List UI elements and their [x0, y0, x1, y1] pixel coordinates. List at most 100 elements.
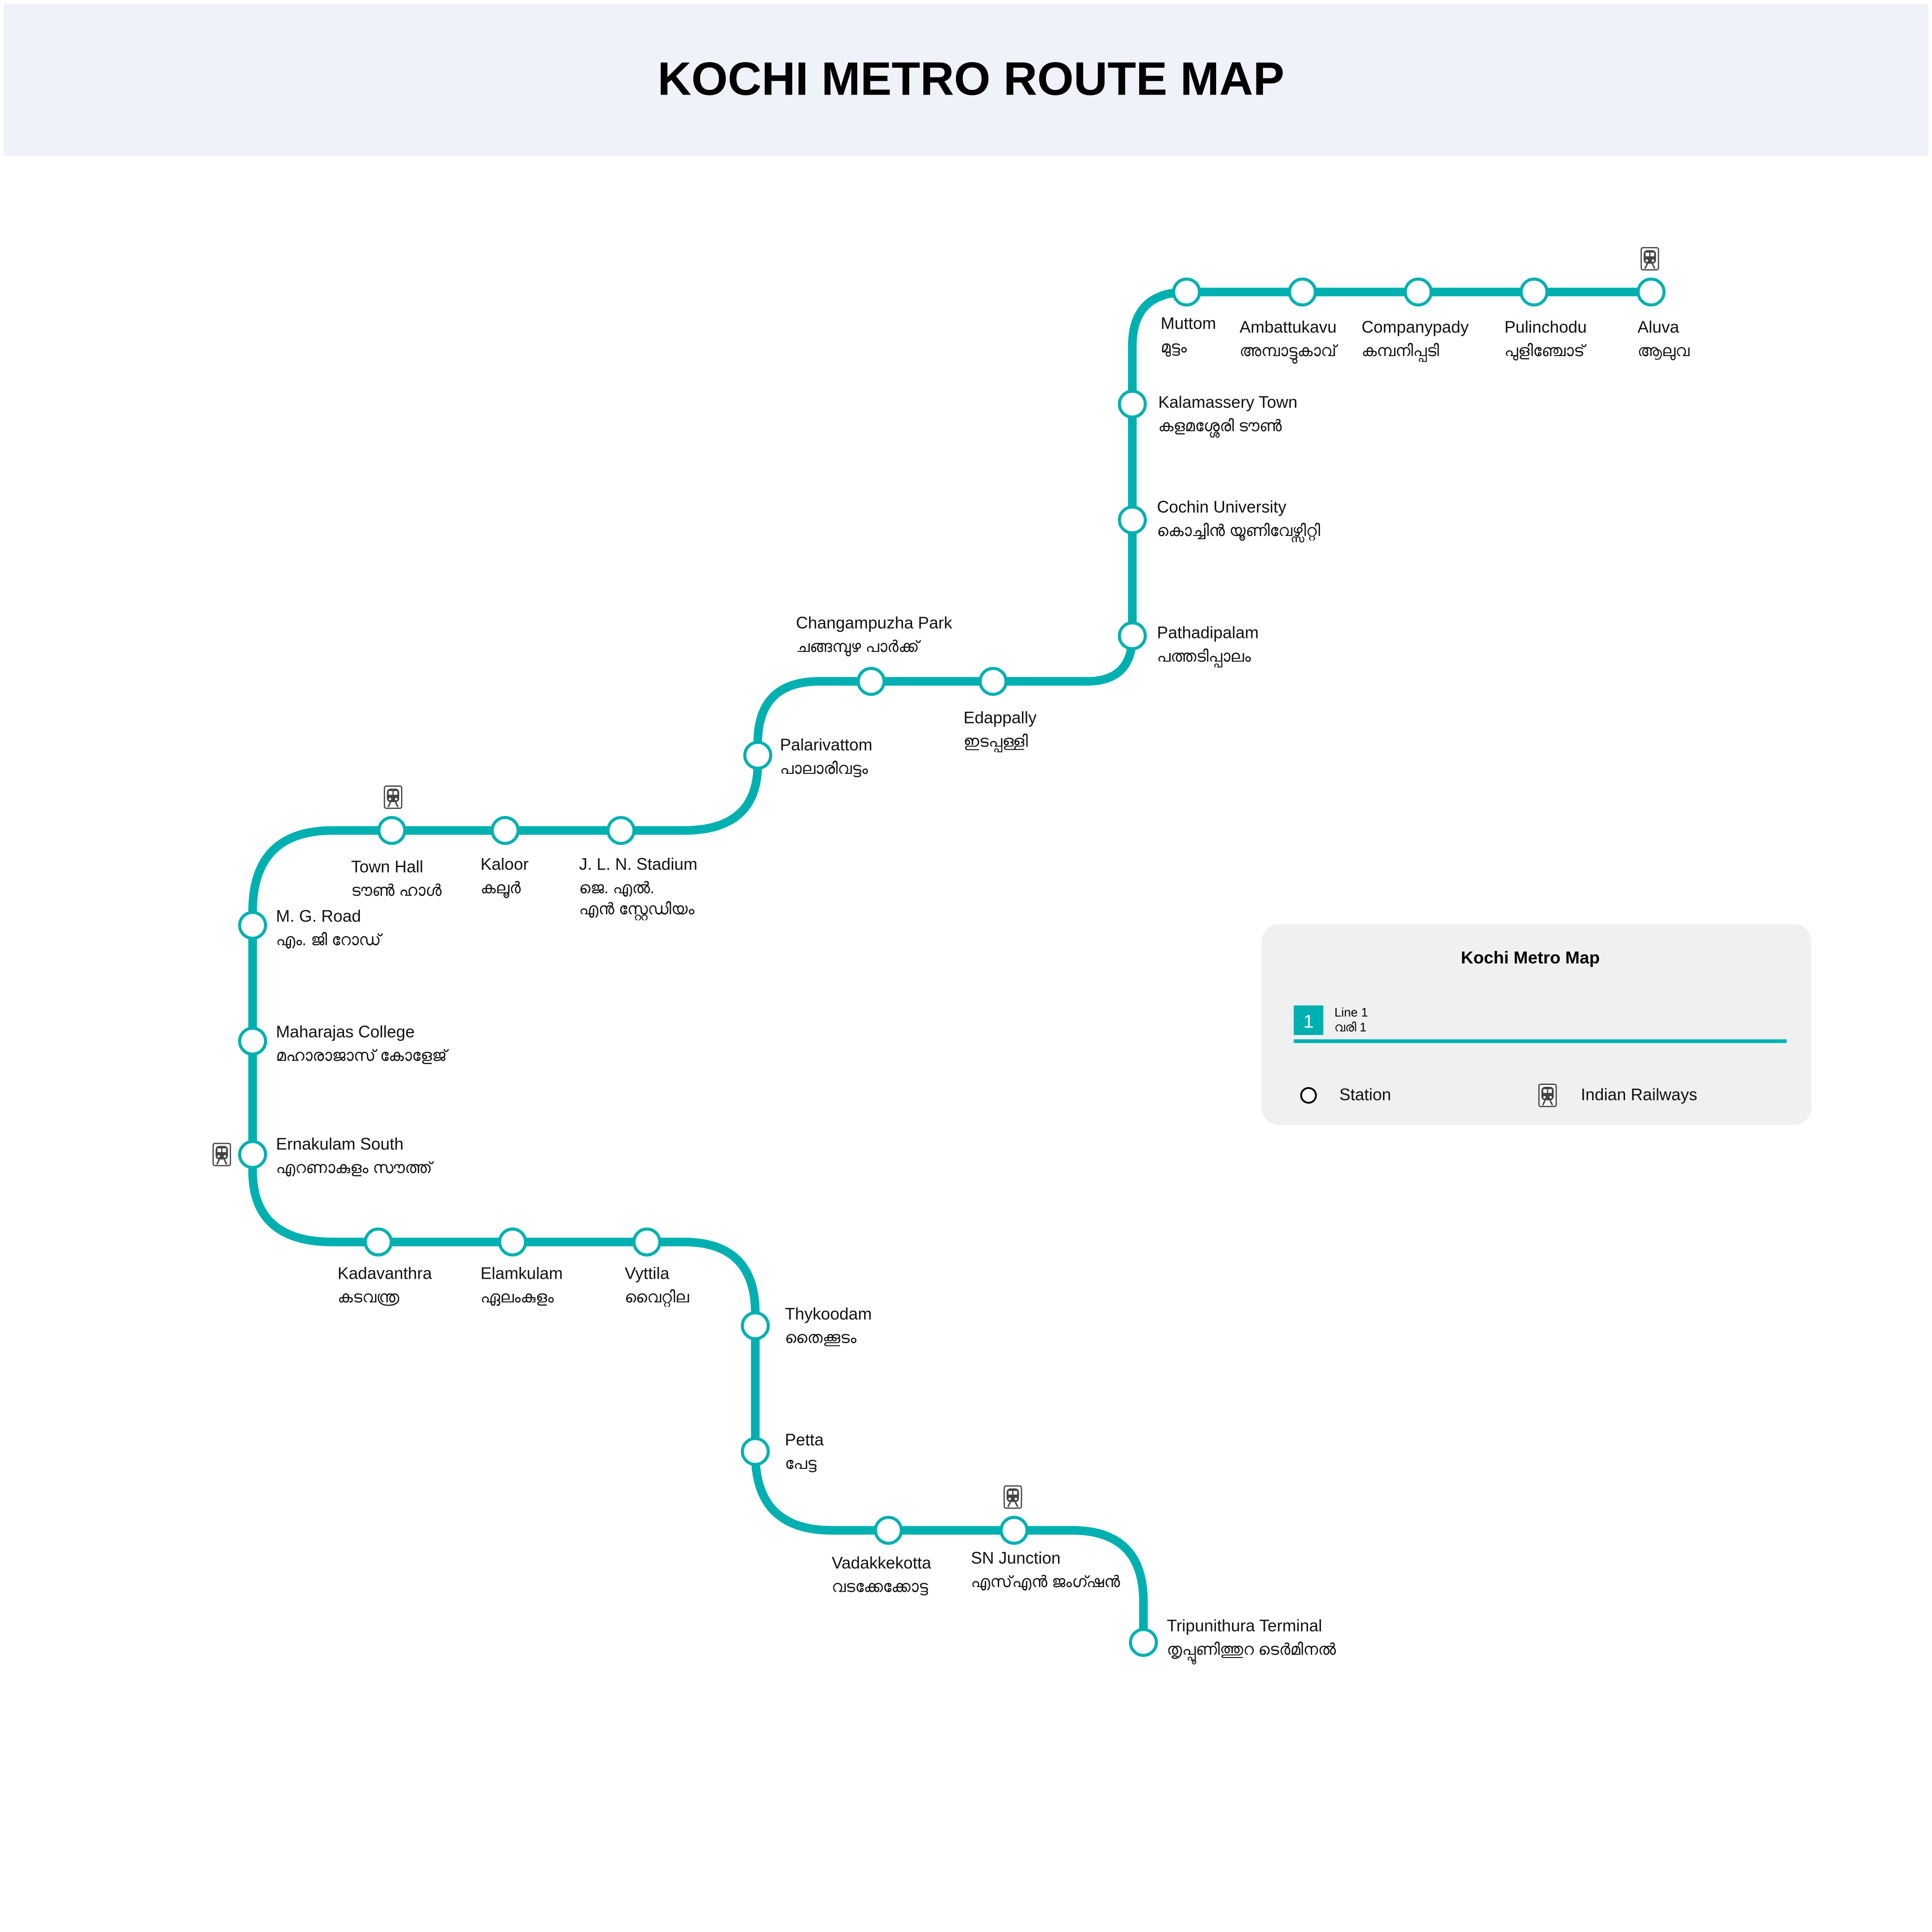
station-name-ml: തൈക്കൂടം: [785, 1329, 857, 1347]
station-thykoodam[interactable]: Thykoodam തൈക്കൂടം: [740, 1305, 872, 1347]
station-name-ml: ടൗൺ ഹാൾ: [351, 882, 442, 899]
station-name-ml: ഏലംകുളം: [480, 1288, 554, 1306]
line-badge-number: 1: [1303, 1011, 1314, 1032]
station-marker[interactable]: [491, 816, 520, 845]
station-name-en: Elamkulam: [480, 1264, 562, 1283]
station-name-en: Ambattukavu: [1239, 318, 1336, 337]
station-name-en: Pulinchodu: [1505, 318, 1587, 337]
station-name-en: Vyttila: [625, 1264, 669, 1283]
page-title: KOCHI METRO ROUTE MAP: [657, 53, 1284, 105]
legend-line-en: Line 1: [1334, 1005, 1368, 1019]
station-marker[interactable]: [874, 1516, 903, 1545]
station-marker[interactable]: [1403, 277, 1433, 307]
station-name-ml: ഇടപ്പള്ളി: [963, 733, 1028, 752]
station-name-en: Kalamassery Town: [1158, 393, 1297, 412]
station-marker[interactable]: [606, 816, 636, 845]
train-icon: [1538, 1084, 1557, 1107]
station-marker[interactable]: [856, 667, 886, 696]
line-1-route: [248, 287, 1656, 1647]
station-marker[interactable]: [632, 1227, 662, 1257]
station-name-ml: കൊച്ചിൻ യൂണിവേഴ്സിറ്റി: [1157, 522, 1320, 543]
station-name-en: Vadakkekotta: [832, 1554, 931, 1572]
station-name-ml: എസ്എൻ ജംഗ്ഷൻ: [971, 1573, 1120, 1591]
station-name-ml: വൈറ്റില: [625, 1288, 689, 1307]
station-name-ml: കമ്പനിപ്പടി: [1362, 342, 1440, 362]
station-name-ml: തൃപ്പൂണിത്തുറ ടെർമിനൽ: [1167, 1641, 1336, 1664]
header-band: [3, 3, 1929, 157]
station-name-ml: മഹാരാജാസ് കോളേജ്: [276, 1047, 449, 1065]
station-aluva[interactable]: Aluva ആലുവ: [1636, 247, 1690, 361]
station-name-en: Changampuzha Park: [796, 613, 952, 632]
station-legend-icon: [1300, 1087, 1317, 1104]
legend-line-ml: വരി 1: [1334, 1020, 1366, 1034]
station-marker[interactable]: [1288, 277, 1317, 307]
station-marker[interactable]: [1118, 505, 1147, 535]
train-icon: [1003, 1485, 1022, 1509]
legend-panel: [1262, 924, 1811, 1125]
station-palarivattom[interactable]: Palarivattom പാലാരിവട്ടം: [743, 735, 873, 778]
station-name-en: Kaloor: [480, 855, 529, 874]
station-edappally[interactable]: Edappally ഇടപ്പള്ളി: [963, 667, 1037, 753]
station-name-en: J. L. N. Stadium: [579, 855, 697, 874]
station-marker[interactable]: [743, 740, 772, 770]
station-marker[interactable]: [1636, 277, 1666, 307]
station-name-en: Aluva: [1638, 318, 1679, 337]
station-name-ml: കടവന്ത്ര: [338, 1288, 400, 1306]
station-name-ml: എറണാകുളം സൗത്ത്: [276, 1159, 434, 1177]
station-marker[interactable]: [1519, 277, 1549, 307]
station-kaloor[interactable]: Kaloor കലൂർ: [480, 816, 529, 899]
station-marker[interactable]: [978, 667, 1008, 696]
station-name-ml: കലൂർ: [480, 880, 521, 899]
station-name-ml: മുട്ടം: [1160, 338, 1187, 357]
station-marker[interactable]: [238, 1140, 268, 1169]
station-maharajas-college[interactable]: Maharajas College മഹാരാജാസ് കോളേജ്: [238, 1023, 449, 1065]
legend: Kochi Metro Map 1 Line 1 വരി 1 Station I…: [1262, 924, 1811, 1125]
station-name-en: Edappally: [963, 708, 1037, 727]
station-name-en: Thykoodam: [785, 1305, 872, 1323]
station-name-en: Palarivattom: [780, 735, 872, 754]
station-name-ml: എം. ജി റോഡ്: [276, 931, 383, 949]
station-marker[interactable]: [363, 1227, 393, 1257]
station-name-ml: ആലുവ: [1638, 342, 1690, 361]
station-marker[interactable]: [1118, 389, 1147, 419]
station-name-en: Maharajas College: [276, 1023, 414, 1041]
station-marker[interactable]: [999, 1516, 1029, 1545]
station-name-ml: ചങ്ങമ്പുഴ പാർക്ക്: [796, 638, 921, 657]
station-marker[interactable]: [377, 816, 407, 845]
station-name-ml: കളമശ്ശേരി ടൗൺ: [1158, 417, 1282, 437]
railway-legend-icon: [1538, 1084, 1557, 1107]
legend-station-label: Station: [1339, 1085, 1391, 1104]
station-name-ml: പത്തടിപ്പാലം: [1157, 648, 1251, 668]
station-name-ml: പാലാരിവട്ടം: [780, 760, 868, 778]
station-elamkulam[interactable]: Elamkulam ഏലംകുളം: [480, 1227, 563, 1306]
station-marker[interactable]: [1172, 277, 1201, 307]
station-marker[interactable]: [238, 1027, 268, 1056]
station-changampuzha-park[interactable]: Changampuzha Park ചങ്ങമ്പുഴ പാർക്ക്: [796, 613, 952, 696]
station-marker[interactable]: [238, 911, 268, 940]
station-marker[interactable]: [1129, 1628, 1158, 1657]
station-vyttila[interactable]: Vyttila വൈറ്റില: [625, 1227, 689, 1307]
station-marker[interactable]: [740, 1437, 770, 1466]
station-marker[interactable]: [740, 1311, 770, 1340]
station-kalamassery-town[interactable]: Kalamassery Town കളമശ്ശേരി ടൗൺ: [1118, 389, 1297, 438]
station-marker[interactable]: [498, 1227, 527, 1257]
station-name-ml: പേട്ട: [785, 1455, 817, 1473]
legend-title: Kochi Metro Map: [1461, 948, 1600, 967]
station-marker[interactable]: [1118, 621, 1147, 650]
